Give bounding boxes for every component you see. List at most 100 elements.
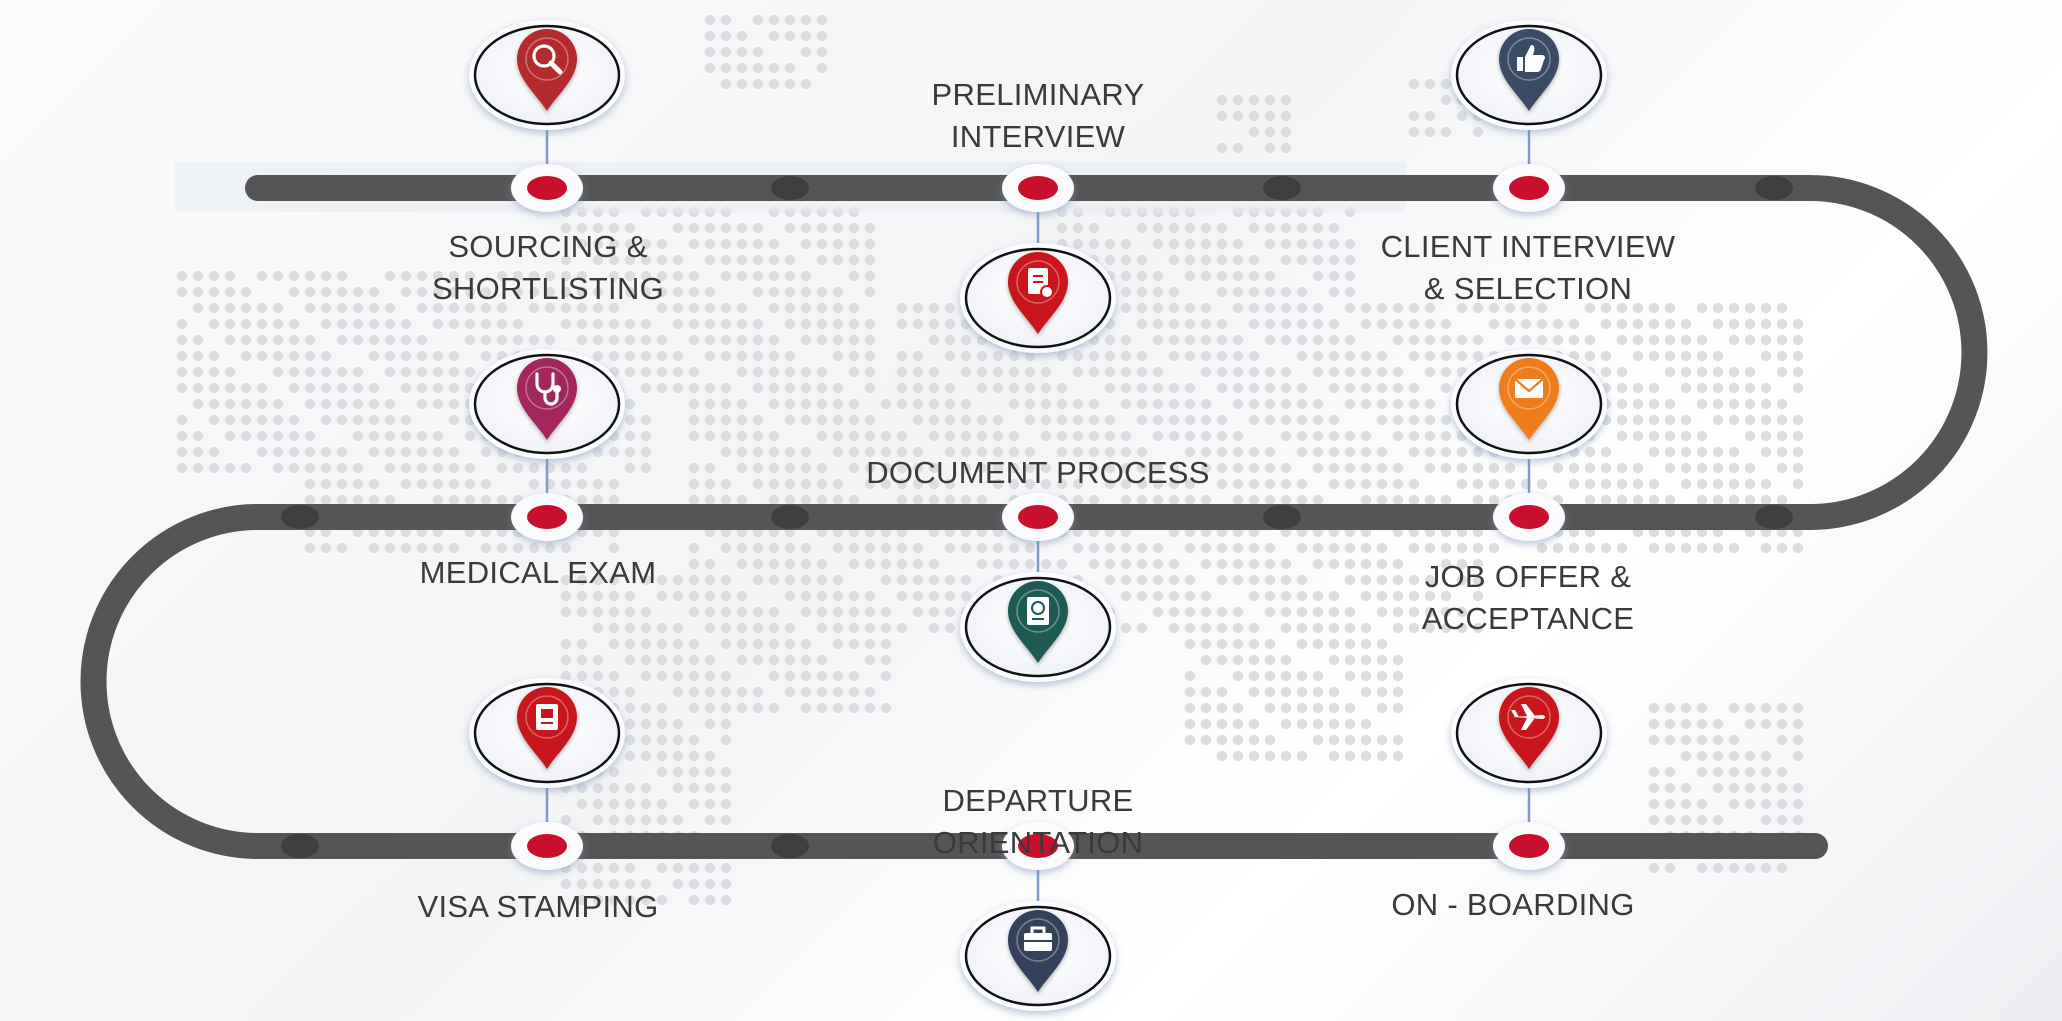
map-dot: [1232, 398, 1244, 410]
map-dot: [1024, 414, 1036, 426]
map-dot: [336, 398, 348, 410]
map-dot: [672, 622, 684, 634]
map-dot: [1200, 590, 1212, 602]
map-dot: [608, 686, 620, 698]
map-dot: [1712, 734, 1724, 746]
track-dot: [771, 176, 809, 200]
map-dot: [768, 62, 780, 74]
map-dot: [800, 558, 812, 570]
map-dot: [720, 718, 732, 730]
map-dot: [1280, 590, 1292, 602]
map-dot: [1072, 350, 1084, 362]
map-dot: [1296, 638, 1308, 650]
map-dot: [720, 254, 732, 266]
map-dot: [1008, 446, 1020, 458]
map-dot: [496, 270, 508, 282]
map-dot: [1664, 366, 1676, 378]
map-dot: [1456, 302, 1468, 314]
map-dot: [720, 766, 732, 778]
map-dot: [208, 286, 220, 298]
map-dot: [1184, 254, 1196, 266]
map-dot: [1456, 110, 1468, 122]
map-dot: [560, 318, 572, 330]
map-dot: [1216, 350, 1228, 362]
map-dot: [256, 350, 268, 362]
map-dot: [176, 430, 188, 442]
map-dot: [448, 462, 460, 474]
map-dot: [1440, 542, 1452, 554]
map-dot: [976, 558, 988, 570]
map-dot: [208, 318, 220, 330]
map-dot: [736, 622, 748, 634]
map-dot: [1152, 478, 1164, 490]
map-dot: [1792, 750, 1804, 762]
map-dot: [272, 334, 284, 346]
map-dot: [656, 718, 668, 730]
map-dot: [976, 366, 988, 378]
map-dot: [288, 366, 300, 378]
map-dot: [1264, 222, 1276, 234]
map-dot: [1632, 302, 1644, 314]
map-dot: [288, 334, 300, 346]
map-dot: [1392, 702, 1404, 714]
map-dot: [768, 654, 780, 666]
map-dot: [1216, 142, 1228, 154]
map-dot: [1216, 414, 1228, 426]
map-dot: [1744, 302, 1756, 314]
map-dot: [1136, 478, 1148, 490]
map-dot: [1568, 334, 1580, 346]
map-dot: [736, 494, 748, 506]
map-dot: [176, 334, 188, 346]
map-dot: [1408, 318, 1420, 330]
map-dot: [832, 590, 844, 602]
map-dot: [1616, 462, 1628, 474]
map-dot: [752, 654, 764, 666]
map-dot: [368, 334, 380, 346]
map-dot: [1696, 702, 1708, 714]
map-dot: [304, 382, 316, 394]
map-dot: [1632, 318, 1644, 330]
map-dot: [1376, 638, 1388, 650]
map-dot: [1344, 606, 1356, 618]
map-dot: [976, 462, 988, 474]
map-dot: [1296, 702, 1308, 714]
map-dot: [1344, 398, 1356, 410]
map-dot: [1792, 430, 1804, 442]
map-dot: [848, 222, 860, 234]
map-dot: [624, 622, 636, 634]
map-dot: [1104, 478, 1116, 490]
map-dot: [1680, 430, 1692, 442]
map-dot: [1344, 462, 1356, 474]
map-dot: [1056, 478, 1068, 490]
map-dot: [1008, 350, 1020, 362]
track-dot: [771, 505, 809, 529]
map-dot: [944, 622, 956, 634]
map-dot: [1072, 414, 1084, 426]
map-dot: [688, 654, 700, 666]
map-dot: [816, 62, 828, 74]
map-dot: [1536, 302, 1548, 314]
map-dot: [1392, 366, 1404, 378]
map-dot: [1792, 478, 1804, 490]
map-dot: [768, 254, 780, 266]
map-dot: [768, 542, 780, 554]
map-dot: [768, 606, 780, 618]
step-label-sourcing: SOURCING & SHORTLISTING: [431, 229, 665, 306]
map-dot: [928, 494, 940, 506]
map-dot: [704, 606, 716, 618]
map-dot: [1648, 414, 1660, 426]
map-dot: [816, 654, 828, 666]
map-dot: [1200, 366, 1212, 378]
map-dot: [1328, 686, 1340, 698]
map-dot: [1600, 542, 1612, 554]
map-dot: [736, 302, 748, 314]
map-dot: [1408, 590, 1420, 602]
map-dot: [1024, 366, 1036, 378]
map-dot: [1088, 462, 1100, 474]
steps-layer: [469, 20, 1607, 1011]
map-dot: [320, 446, 332, 458]
map-dot: [608, 494, 620, 506]
map-dot: [1568, 542, 1580, 554]
map-dot: [880, 462, 892, 474]
track-dot: [1755, 505, 1793, 529]
